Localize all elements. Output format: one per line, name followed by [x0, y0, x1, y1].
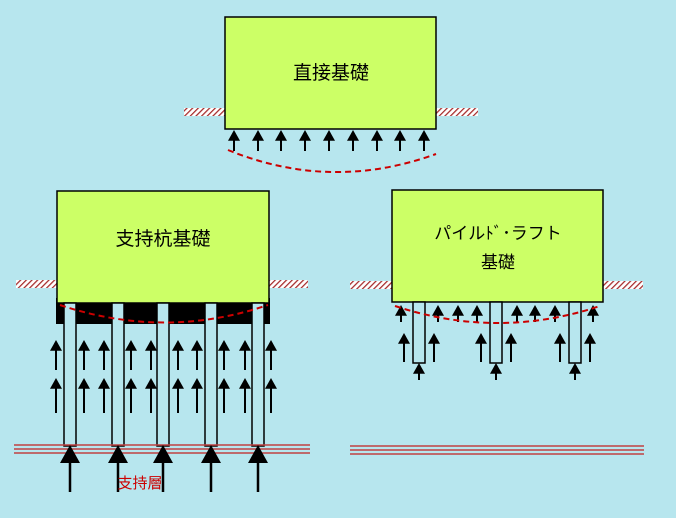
pile-arrow-lower-1-head	[50, 378, 62, 389]
ground-left-direct	[184, 108, 226, 116]
direct-arrow-8-head	[394, 130, 406, 141]
raft-top-arrow-3-head	[452, 305, 464, 316]
pile-arrow-upper-6-head	[172, 340, 184, 351]
pile-arrow-lower-9-head	[239, 378, 251, 389]
direct-arrow-7-head	[371, 130, 383, 141]
piled-raft-foundation-box	[391, 189, 604, 303]
pile-arrow-lower-3-head	[98, 378, 110, 389]
direct-arrow-5-head	[323, 130, 335, 141]
direct-arrow-9-head	[418, 130, 430, 141]
pile-foundation-label: 支持杭基礎	[115, 228, 210, 250]
ground-left-pile	[16, 280, 57, 288]
pile-arrow-lower-5-head	[145, 378, 157, 389]
piled-raft-label-line2: 基礎	[481, 253, 515, 273]
support-piles	[63, 302, 265, 447]
bearing-layer-label: 支持層	[117, 474, 162, 492]
raft-top-arrow-1-head	[395, 305, 407, 316]
raft-tip-arrow-1-head	[413, 363, 425, 374]
raft-side-arrow-4-head	[505, 333, 517, 344]
piled-raft-label-line1: パイルﾄﾞ･ラフト	[434, 224, 562, 244]
pile-arrow-upper-8-head	[218, 340, 230, 351]
raft-settlement-curve	[394, 305, 601, 324]
pile-friction-arrows	[50, 340, 277, 413]
bearing-arrow-5-head	[248, 445, 268, 463]
pile-arrow-upper-7-head	[191, 340, 203, 351]
bearing-arrow-1-head	[60, 445, 80, 463]
pile-arrow-upper-9-head	[239, 340, 251, 351]
raft-pile-2	[489, 301, 503, 364]
pile-arrow-lower-7-head	[191, 378, 203, 389]
pile-foundation-box	[56, 190, 270, 304]
raft-top-arrow-5-head	[511, 305, 523, 316]
raft-top-arrow-8-head	[587, 305, 599, 316]
pile-arrow-upper-5-head	[145, 340, 157, 351]
raft-side-arrow-3-head	[475, 333, 487, 344]
pile-settlement-curve	[59, 304, 269, 324]
bearing-arrow-3-head	[153, 445, 173, 463]
direct-settlement-curve	[227, 149, 437, 174]
pile-arrow-upper-10-head	[265, 340, 277, 351]
raft-side-arrow-1-head	[398, 333, 410, 344]
direct-arrow-2-head	[252, 130, 264, 141]
ground-right-raft	[603, 281, 643, 289]
raft-side-arrow-5-head	[554, 333, 566, 344]
raft-top-arrow-6-head	[529, 305, 541, 316]
pile-arrow-upper-3-head	[98, 340, 110, 351]
bearing-arrow-4-head	[201, 445, 221, 463]
raft-top-arrow-4-head	[471, 305, 483, 316]
direct-reaction-arrows	[228, 130, 430, 151]
ground-left-raft	[350, 281, 392, 289]
pile-arrow-upper-2-head	[78, 340, 90, 351]
direct-arrow-6-head	[347, 130, 359, 141]
direct-arrow-4-head	[299, 130, 311, 141]
pile-arrow-upper-1-head	[50, 340, 62, 351]
raft-pile-3	[568, 301, 582, 364]
raft-top-arrow-2-head	[432, 305, 444, 316]
bearing-arrow-2-head	[108, 445, 128, 463]
ground-right-pile	[268, 280, 308, 288]
pile-1	[63, 302, 77, 447]
pile-arrow-lower-4-head	[125, 378, 137, 389]
direct-arrow-3-head	[275, 130, 287, 141]
pile-arrow-lower-8-head	[218, 378, 230, 389]
raft-tip-arrow-3-head	[569, 363, 581, 374]
pile-3	[156, 302, 170, 447]
raft-tip-arrow-2-head	[490, 363, 502, 374]
direct-foundation-box	[224, 16, 437, 130]
pile-2	[111, 302, 125, 447]
direct-foundation-label: 直接基礎	[293, 62, 369, 84]
raft-reaction-arrows	[395, 305, 599, 380]
pile-arrow-lower-2-head	[78, 378, 90, 389]
direct-arrow-1-head	[228, 130, 240, 141]
pile-arrow-upper-4-head	[125, 340, 137, 351]
pile-5	[251, 302, 265, 447]
raft-top-arrow-7-head	[549, 305, 561, 316]
raft-side-arrow-6-head	[584, 333, 596, 344]
raft-side-arrow-2-head	[428, 333, 440, 344]
raft-piles	[412, 301, 582, 364]
ground-right-direct	[436, 108, 478, 116]
bearing-reaction-arrows	[60, 445, 268, 492]
pile-arrow-lower-6-head	[172, 378, 184, 389]
pile-arrow-lower-10-head	[265, 378, 277, 389]
pile-4	[204, 302, 218, 447]
bearing-layer-lines-right	[350, 445, 644, 455]
